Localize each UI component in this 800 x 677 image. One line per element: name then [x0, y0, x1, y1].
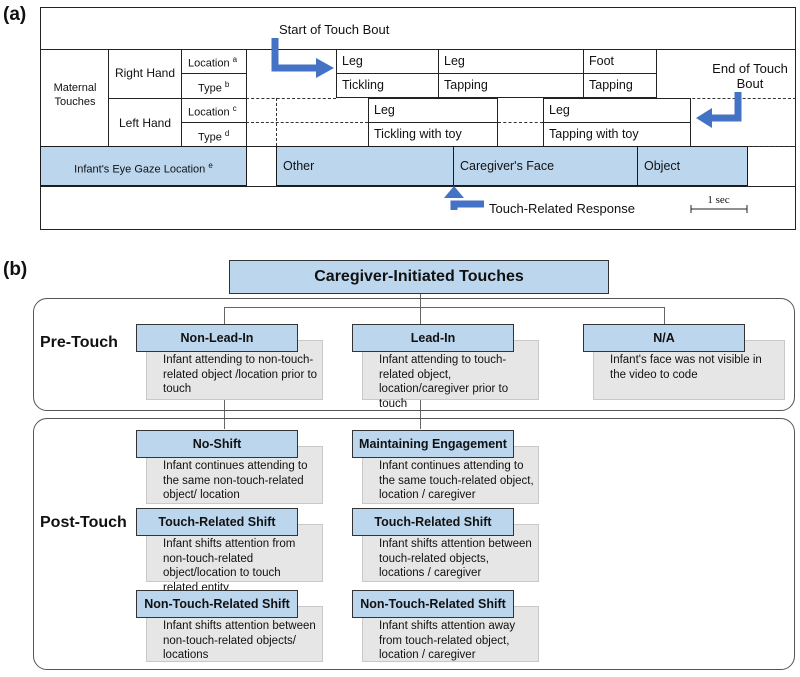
touch-related-shift-header: Touch-Related Shift	[352, 508, 514, 536]
rh-type-cell: Tapping	[583, 73, 657, 98]
end-of-touch-bout-label: End of Touch Bout	[712, 61, 788, 91]
rh-sub-divider	[181, 73, 246, 74]
rh-type-cell: Tapping	[438, 73, 584, 98]
gaze-label-cell: Infant's Eye Gaze Location e	[40, 146, 247, 186]
timeline-frame	[40, 7, 796, 230]
connector-line	[224, 397, 225, 429]
connector-line	[420, 397, 421, 429]
maintaining-engagement-header: Maintaining Engagement	[352, 430, 514, 458]
response-arrow-icon	[444, 186, 484, 210]
panel-a-label: (a)	[3, 4, 27, 25]
scale-bar	[690, 205, 748, 213]
touch-related-shift-header: Touch-Related Shift	[136, 508, 298, 536]
lh-type-cell: Tickling with toy	[368, 122, 498, 147]
col-divider-1	[108, 49, 109, 146]
rh-type-cell: Tickling	[336, 73, 439, 98]
dash-lh-mid	[498, 122, 543, 123]
dash-lh-start	[246, 122, 368, 123]
lh-location-label: Location c	[188, 104, 237, 119]
scale-label: 1 sec	[707, 194, 730, 206]
panel-b-label: (b)	[3, 259, 28, 280]
post-touch-label: Post-Touch	[40, 514, 127, 531]
no-shift-header: No-Shift	[136, 430, 298, 458]
maternal-touches-label: Maternal Touches	[53, 82, 97, 108]
connector-line	[420, 307, 421, 324]
gaze-cell-caregiver-face: Caregiver's Face	[453, 146, 638, 186]
rh-type-label: Type b	[198, 80, 230, 95]
gaze-cell-object: Object	[637, 146, 748, 186]
pre-touch-label: Pre-Touch	[40, 334, 118, 351]
caregiver-initiated-touches-title: Caregiver-Initiated Touches	[229, 260, 609, 294]
touch-related-response-label: Touch-Related Response	[489, 201, 635, 216]
row-divider-gaze-bottom	[40, 186, 796, 187]
end-arrow-icon	[696, 92, 742, 128]
dash-rh-end	[657, 98, 796, 99]
start-of-touch-bout-label: Start of Touch Bout	[279, 22, 390, 37]
connector-line	[224, 307, 664, 308]
pre-touch-section	[33, 298, 795, 411]
lead-in-header: Lead-In	[352, 324, 514, 352]
lh-location-cell: Leg	[368, 98, 498, 123]
left-hand-label: Left Hand	[118, 116, 172, 130]
non-lead-in-header: Non-Lead-In	[136, 324, 298, 352]
rh-location-cell: Leg	[438, 49, 584, 74]
right-hand-label: Right Hand	[114, 66, 176, 80]
col-divider-2	[181, 49, 182, 146]
connector-line	[420, 294, 421, 308]
connector-line	[224, 307, 225, 324]
non-touch-related-shift-header: Non-Touch-Related Shift	[136, 590, 298, 618]
col-divider-3	[246, 49, 247, 186]
lh-type-label: Type d	[198, 129, 230, 144]
lh-type-cell: Tapping with toy	[543, 122, 691, 147]
rh-location-cell: Foot	[583, 49, 657, 74]
hand-divider	[108, 98, 246, 99]
connector-line	[664, 307, 665, 324]
start-arrow-icon	[271, 38, 334, 78]
lh-location-cell: Leg	[543, 98, 691, 123]
non-touch-related-shift-header: Non-Touch-Related Shift	[352, 590, 514, 618]
post-touch-section	[33, 418, 795, 670]
dash-rh-start	[246, 98, 336, 99]
lh-sub-divider	[181, 122, 246, 123]
na-header: N/A	[583, 324, 745, 352]
gaze-cell-other: Other	[276, 146, 454, 186]
rh-location-cell: Leg	[336, 49, 439, 74]
rh-location-label: Location a	[188, 55, 238, 70]
dash-vert-1	[276, 98, 277, 146]
